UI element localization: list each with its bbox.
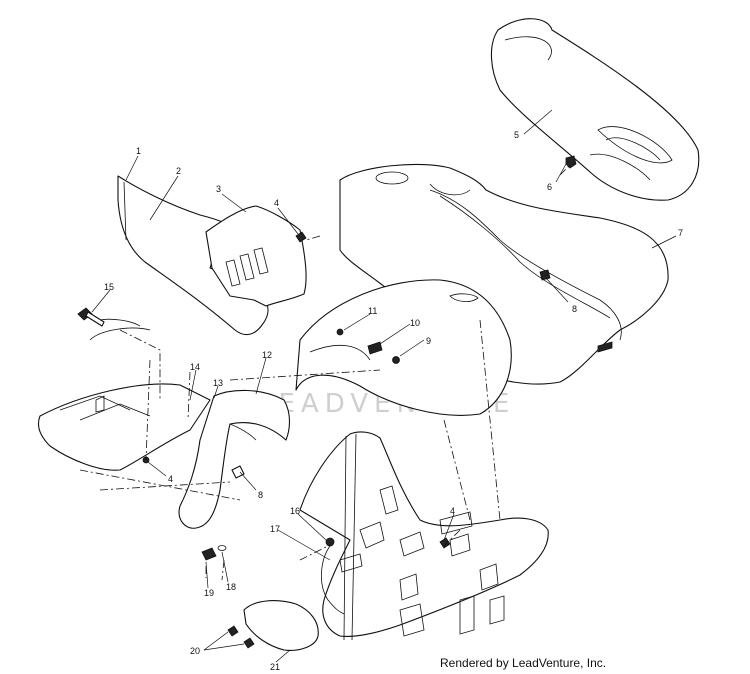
retainer-part-lower [231, 465, 245, 479]
callout-10: 10 [410, 318, 420, 328]
callout-9: 9 [426, 336, 431, 346]
front-fender-part [295, 279, 512, 416]
screws-part [227, 625, 255, 649]
callout-18: 18 [226, 582, 236, 592]
splash-guard-part [205, 205, 307, 307]
side-cover-part [243, 600, 319, 651]
screw-part-upper [295, 231, 307, 243]
callout-4-right: 4 [450, 506, 455, 516]
callout-12: 12 [262, 350, 272, 360]
callout-21: 21 [270, 662, 280, 672]
callout-1: 1 [136, 146, 141, 156]
callout-8-upper: 8 [572, 304, 577, 314]
callout-5: 5 [514, 130, 519, 140]
assembly-lines [79, 164, 571, 581]
fender-hardware [336, 328, 400, 364]
callout-2: 2 [176, 166, 181, 176]
credit-text: Rendered by LeadVenture, Inc. [440, 656, 607, 670]
leader-lines [91, 109, 677, 663]
frame-part [299, 431, 549, 641]
callout-15: 15 [104, 282, 114, 292]
callout-3: 3 [216, 184, 221, 194]
callout-labels: 1 2 3 4 5 6 7 8 9 10 11 12 13 14 15 16 1… [104, 130, 683, 672]
clip-part [565, 155, 577, 169]
cable-clip-part [321, 537, 345, 615]
callout-14: 14 [190, 362, 200, 372]
callout-20: 20 [190, 646, 200, 656]
callout-4-lower-left: 4 [168, 474, 173, 484]
callout-7: 7 [678, 228, 683, 238]
callout-8-lower: 8 [258, 490, 263, 500]
footrest-part [37, 318, 211, 471]
callout-11: 11 [368, 306, 377, 316]
callout-13: 13 [213, 378, 223, 388]
callout-17: 17 [270, 524, 280, 534]
bolt-part [77, 307, 105, 327]
callout-19: 19 [204, 588, 214, 598]
callout-4-upper: 4 [274, 198, 279, 208]
callout-16: 16 [290, 506, 300, 516]
washer-part [217, 545, 227, 551]
nut-part [201, 547, 217, 561]
seat-part [490, 18, 700, 201]
callout-6: 6 [547, 182, 552, 192]
